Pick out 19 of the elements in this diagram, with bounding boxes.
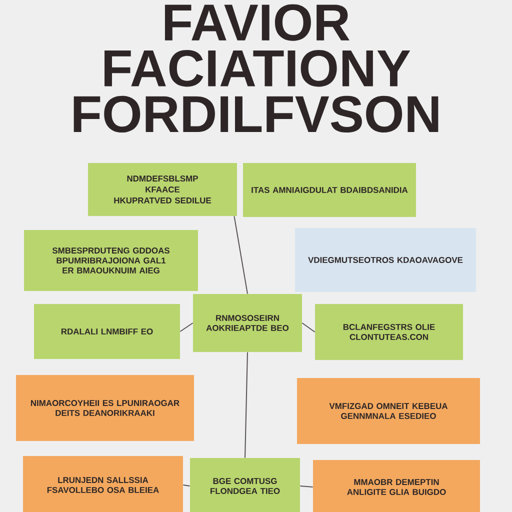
process-box: SMBESPRDUTENG GDDOAS BPUMRIBRAJOIONA GAL1 ER BMAOUKNUIM AIEG — [24, 230, 198, 291]
title: FAVIOR FACIATIONY FORDILFVSON — [74, 4, 438, 133]
connector-line — [244, 352, 248, 458]
connector-line — [302, 322, 316, 332]
process-box: VDIEGMUTSEOTROS KDAOAVAGOVE — [295, 228, 476, 292]
process-box: BCLANFEGSTRS OLIE CLONTUTEAS.CON — [315, 304, 463, 360]
process-box: RDALALI LNMBIFF EO — [34, 304, 180, 359]
process-box: RNMOSOSEIRN AOKRIEAPTDE BEO — [193, 294, 302, 352]
process-box: BGE COMTUSG FLONDGEA TIEO — [190, 458, 300, 512]
connector-line — [300, 486, 314, 488]
process-box: MMAOBR DEMEPTIN ANLIGITE GLIA BUIGDO — [313, 460, 480, 512]
process-box: ITAS AMNIAIGDULAT BDAIBDSANIDIA — [243, 163, 416, 217]
process-box: NDMDEFSBLSMP KFAACE HKUPRATVED SEDILUE — [88, 163, 237, 216]
process-box: LRUNJEDN SALLSSIA FSAVOLLEBO OSA BLEIEA — [23, 456, 183, 512]
process-box: NIMAORCOYHEII ES LPUNIRAOGAR DEITS DEANORIKRAAKI — [16, 375, 194, 441]
connector-line — [180, 322, 194, 332]
connector-line — [234, 216, 248, 294]
process-box: VMFIZGAD OMNEIT KEBEUA GENNMNALA ESEDIEO — [297, 378, 480, 444]
connector-line — [182, 484, 190, 486]
